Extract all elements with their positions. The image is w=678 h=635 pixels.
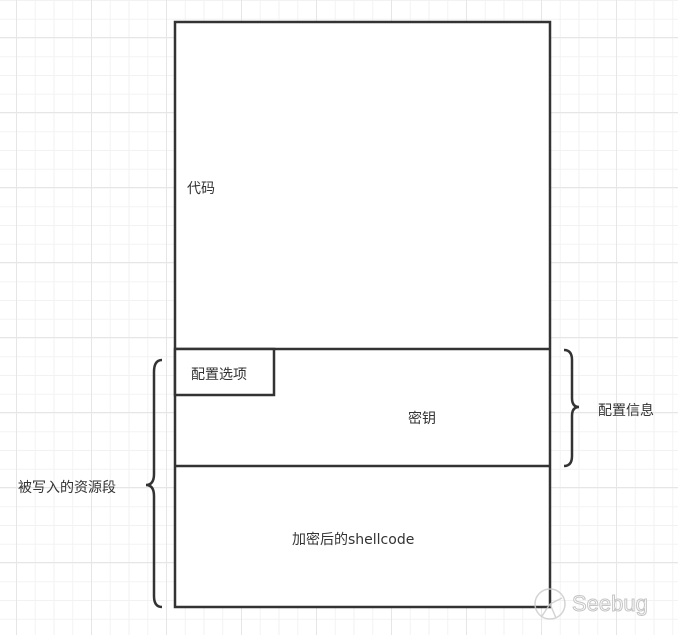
right-brace bbox=[563, 348, 580, 468]
encrypted-shellcode-label: 加密后的shellcode bbox=[292, 532, 415, 548]
memory-layout-box bbox=[173, 20, 552, 609]
config-options-box bbox=[173, 347, 276, 397]
seebug-watermark: Seebug bbox=[532, 586, 648, 622]
code-label: 代码 bbox=[187, 181, 215, 197]
left-brace bbox=[145, 358, 163, 609]
watermark-text: Seebug bbox=[572, 591, 649, 617]
config-info-label: 配置信息 bbox=[598, 403, 654, 419]
config-options-label: 配置选项 bbox=[191, 367, 247, 383]
key-label: 密钥 bbox=[408, 411, 436, 427]
seebug-logo-icon bbox=[534, 588, 566, 620]
resource-section-label: 被写入的资源段 bbox=[18, 480, 116, 496]
